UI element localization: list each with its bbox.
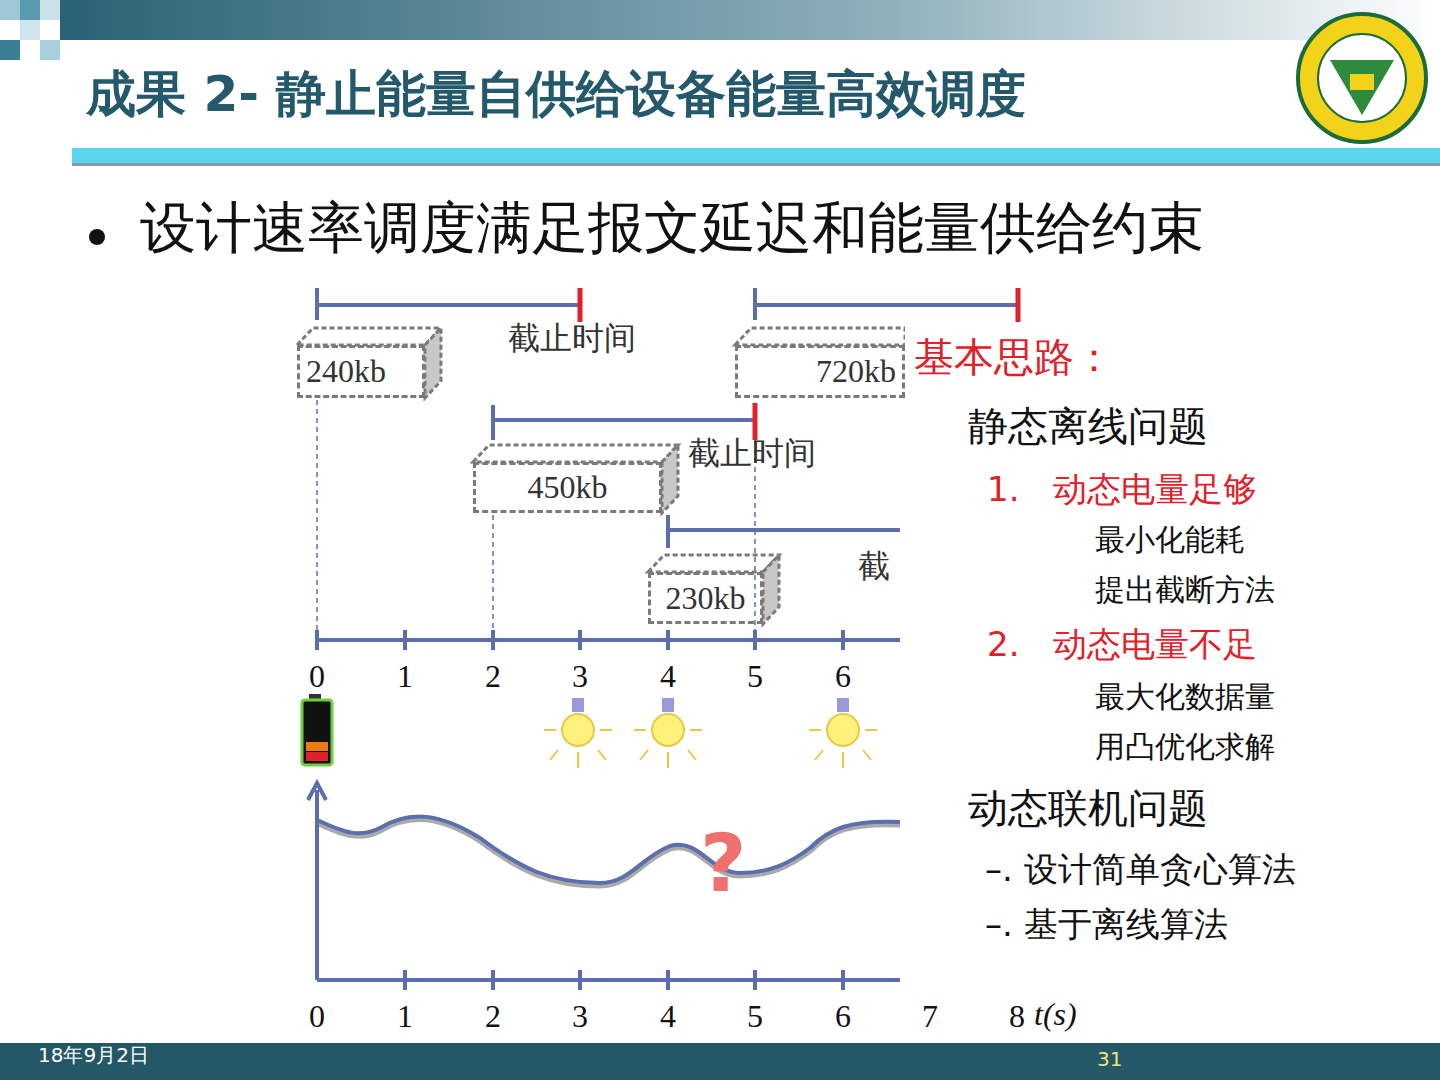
axis-tick-label: 3 bbox=[572, 998, 588, 1035]
panel-item: –. 设计简单贪心算法 bbox=[985, 850, 1296, 889]
packet-3d-edges bbox=[297, 328, 905, 624]
panel-subheading: 1. 动态电量足够 bbox=[987, 470, 1257, 509]
panel-item: –. 基于离线算法 bbox=[985, 905, 1228, 944]
panel-heading: 基本思路： bbox=[914, 334, 1114, 380]
panel-item: 静态离线问题 bbox=[968, 403, 1208, 449]
packet-size: 230kb bbox=[666, 580, 746, 617]
packet-size: 720kb bbox=[816, 353, 896, 390]
footer-date: 18年9月2日 bbox=[38, 1044, 149, 1067]
packet-box: 720kb bbox=[735, 345, 905, 398]
axis-tick-label: 4 bbox=[660, 658, 676, 695]
panel-item: 最小化能耗 bbox=[1095, 523, 1245, 558]
title-underline bbox=[72, 148, 1440, 164]
deadline-label: 截 bbox=[858, 548, 890, 585]
axis-tick-label: 2 bbox=[485, 658, 501, 695]
deadline-label: 截止时间 bbox=[688, 435, 816, 472]
panel-subheading: 2. 动态电量不足 bbox=[987, 625, 1257, 664]
axis-tick-label: 1 bbox=[397, 658, 413, 695]
university-logo bbox=[1298, 14, 1426, 142]
axis-tick-label: 3 bbox=[572, 658, 588, 695]
axis-tick-label: 0 bbox=[309, 998, 325, 1035]
axis-tick-label: 1 bbox=[397, 998, 413, 1035]
axis-tick-label: 7 bbox=[922, 998, 938, 1035]
axis-tick-label: 5 bbox=[747, 998, 763, 1035]
deadline-label: 截止时间 bbox=[508, 320, 636, 357]
axis-tick-label: 0 bbox=[309, 658, 325, 695]
header-bar bbox=[60, 0, 1440, 40]
packet-box: 230kb bbox=[648, 572, 763, 624]
time-axis-bottom bbox=[308, 783, 900, 990]
footer-bar bbox=[0, 1043, 1440, 1080]
packet-box: 450kb bbox=[473, 462, 662, 513]
page-number: 31 bbox=[1097, 1048, 1122, 1071]
axis-tick-label: 6 bbox=[835, 658, 851, 695]
battery-icon bbox=[302, 694, 332, 765]
panel-item: 最大化数据量 bbox=[1095, 680, 1275, 715]
light-bulbs bbox=[544, 698, 877, 768]
panel-item: 提出截断方法 bbox=[1095, 573, 1275, 608]
panel-item: 用凸优化求解 bbox=[1095, 730, 1275, 765]
bullet-text: 设计速率调度满足报文延迟和能量供给约束 bbox=[140, 196, 1204, 260]
packet-size: 240kb bbox=[306, 353, 386, 390]
energy-curve bbox=[317, 817, 900, 885]
question-mark: ? bbox=[700, 818, 746, 910]
axis-tick-label: 6 bbox=[835, 998, 851, 1035]
slide-title: 成果 2- 静止能量自供给设备能量高效调度 bbox=[86, 66, 1026, 124]
axis-tick-label: 8 bbox=[1009, 998, 1025, 1035]
axis-tick-label: 5 bbox=[747, 658, 763, 695]
time-axis-top bbox=[317, 630, 900, 650]
panel-item: 动态联机问题 bbox=[968, 785, 1208, 831]
packet-size: 450kb bbox=[528, 469, 608, 506]
axis-unit: t(s) bbox=[1034, 996, 1077, 1033]
axis-tick-label: 2 bbox=[485, 998, 501, 1035]
axis-tick-label: 4 bbox=[660, 998, 676, 1035]
packet-box: 240kb bbox=[297, 345, 425, 398]
